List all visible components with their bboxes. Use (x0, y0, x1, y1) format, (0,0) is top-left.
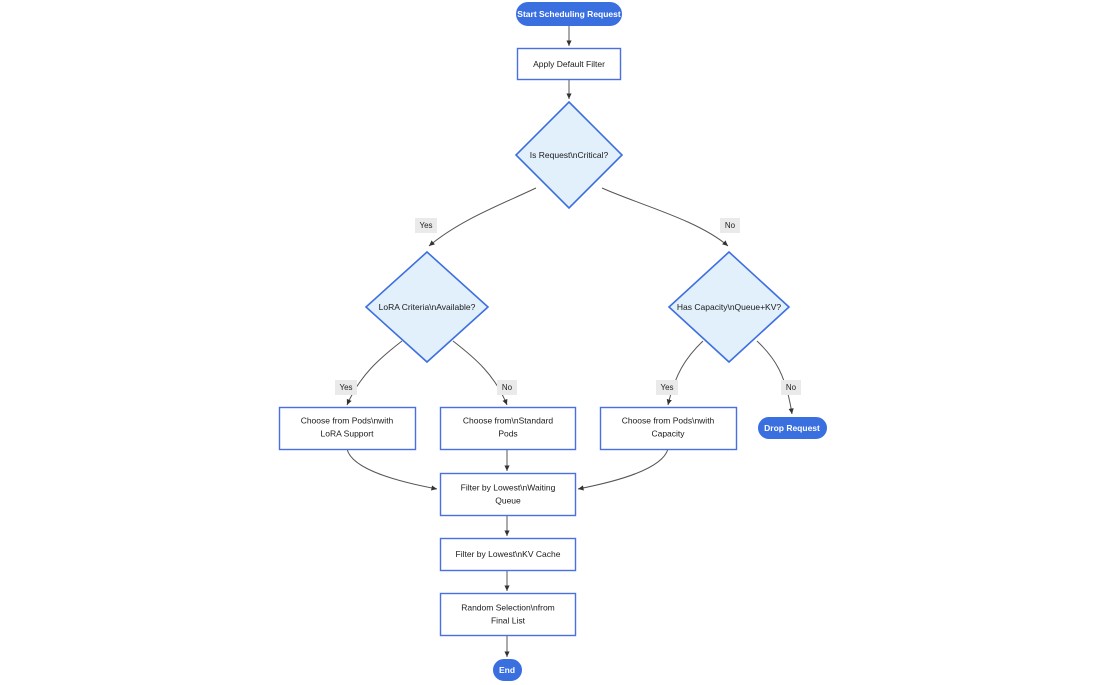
node-filter-lowest-kv-cache-label: Filter by Lowest\nKV Cache (456, 549, 561, 559)
node-random-selection-final-list-label-line2: Final List (491, 615, 526, 625)
edge-label-layer: Yes No Yes No Yes No (335, 218, 801, 395)
edge-label-text: No (786, 383, 797, 392)
edge-label-has-capacity-no: No (781, 380, 801, 395)
edge-pods-lora-to-filter-queue (346, 448, 438, 491)
node-filter-lowest-kv-cache[interactable]: Filter by Lowest\nKV Cache (439, 537, 577, 572)
node-random-selection-final-list[interactable]: Random Selection\nfrom Final List (439, 592, 577, 637)
node-drop-request-label: Drop Request (764, 423, 820, 433)
node-apply-default-filter-label: Apply Default Filter (533, 59, 605, 69)
node-lora-criteria-available-label: LoRA Criteria\nAvailable? (379, 302, 476, 312)
node-drop-request-shape[interactable] (758, 417, 827, 439)
edge-label-text: Yes (339, 383, 352, 392)
node-choose-pods-capacity-shape[interactable] (599, 406, 738, 451)
node-has-capacity-queue-kv[interactable]: Has Capacity\nQueue+KV? (667, 250, 791, 364)
node-choose-pods-capacity-label-line2: Capacity (651, 428, 685, 438)
node-choose-pods-capacity[interactable]: Choose from Pods\nwith Capacity (599, 406, 738, 451)
node-choose-pods-lora-support-shape[interactable] (278, 406, 417, 451)
edge-label-is-critical-no: No (720, 218, 740, 233)
node-filter-lowest-waiting-queue[interactable]: Filter by Lowest\nWaiting Queue (439, 472, 577, 517)
edge-label-has-capacity-yes: Yes (656, 380, 678, 395)
node-choose-pods-lora-support-label-line1: Choose from Pods\nwith (301, 415, 394, 425)
edge-has-capacity-no-to-drop-request (756, 340, 794, 415)
node-has-capacity-queue-kv-shape[interactable] (667, 250, 791, 364)
node-filter-lowest-kv-cache-shape[interactable] (439, 537, 577, 572)
node-apply-default-filter-shape[interactable] (516, 47, 622, 81)
node-is-request-critical[interactable]: Is Request\nCritical? (514, 100, 624, 210)
edge-label-lora-criteria-no: No (497, 380, 517, 395)
edge-label-text: Yes (419, 221, 432, 230)
edge-label-text: No (502, 383, 513, 392)
edge-label-lora-criteria-yes: Yes (335, 380, 357, 395)
node-has-capacity-queue-kv-label: Has Capacity\nQueue+KV? (677, 302, 781, 312)
node-choose-pods-capacity-label-line1: Choose from Pods\nwith (622, 415, 715, 425)
edge-label-is-critical-yes: Yes (415, 218, 437, 233)
node-drop-request[interactable]: Drop Request (758, 417, 827, 439)
node-choose-pods-lora-support[interactable]: Choose from Pods\nwith LoRA Support (278, 406, 417, 451)
edge-label-text: No (725, 221, 736, 230)
node-is-request-critical-label: Is Request\nCritical? (530, 150, 609, 160)
node-apply-default-filter[interactable]: Apply Default Filter (516, 47, 622, 81)
node-start-label: Start Scheduling Request (517, 9, 621, 19)
edge-has-capacity-yes-to-pods-capacity (666, 340, 704, 406)
edge-label-text: Yes (660, 383, 673, 392)
edge-lora-criteria-yes-to-pods-lora (346, 340, 403, 406)
node-start[interactable]: Start Scheduling Request (516, 2, 622, 26)
node-is-request-critical-shape[interactable] (514, 100, 624, 210)
node-random-selection-final-list-label-line1: Random Selection\nfrom (461, 602, 555, 612)
node-choose-standard-pods-label-line2: Pods (498, 428, 517, 438)
edge-is-critical-no-to-has-capacity (601, 187, 729, 247)
edge-pods-capacity-to-filter-queue (577, 448, 669, 491)
edge-layer (346, 26, 794, 658)
node-choose-pods-lora-support-label-line2: LoRA Support (321, 428, 375, 438)
edge-is-critical-yes-to-lora-criteria (428, 187, 537, 247)
node-filter-lowest-waiting-queue-shape[interactable] (439, 472, 577, 517)
node-random-selection-final-list-shape[interactable] (439, 592, 577, 637)
node-filter-lowest-waiting-queue-label-line1: Filter by Lowest\nWaiting (461, 482, 556, 492)
node-lora-criteria-available[interactable]: LoRA Criteria\nAvailable? (364, 250, 490, 364)
node-lora-criteria-available-shape[interactable] (364, 250, 490, 364)
node-start-shape[interactable] (516, 2, 622, 26)
node-layer: Start Scheduling Request Apply Default F… (278, 2, 827, 681)
node-end[interactable]: End (493, 659, 522, 681)
node-choose-standard-pods-shape[interactable] (439, 406, 577, 451)
node-end-shape[interactable] (493, 659, 522, 681)
edge-lora-criteria-no-to-pods-standard (452, 340, 508, 406)
node-filter-lowest-waiting-queue-label-line2: Queue (495, 495, 521, 505)
node-end-label: End (499, 665, 515, 675)
node-choose-standard-pods[interactable]: Choose from\nStandard Pods (439, 406, 577, 451)
node-choose-standard-pods-label-line1: Choose from\nStandard (463, 415, 554, 425)
